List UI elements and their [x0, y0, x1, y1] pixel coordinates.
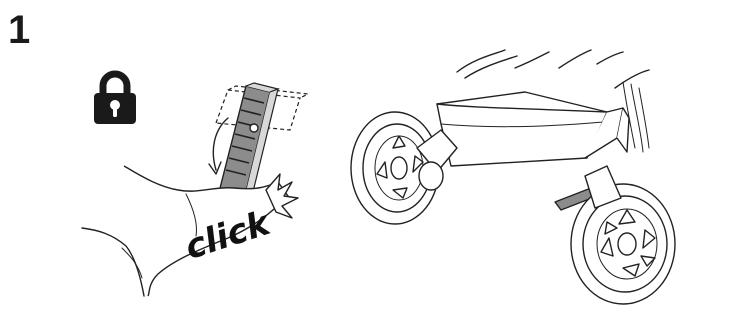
stroller-illustration — [345, 48, 730, 310]
brake-pedal — [218, 83, 278, 200]
step-number: 1 — [8, 10, 30, 50]
rear-wheel — [571, 166, 675, 304]
front-wheel — [351, 112, 457, 224]
foot-brake-illustration: click — [78, 78, 328, 300]
stroller-frame — [437, 50, 649, 166]
